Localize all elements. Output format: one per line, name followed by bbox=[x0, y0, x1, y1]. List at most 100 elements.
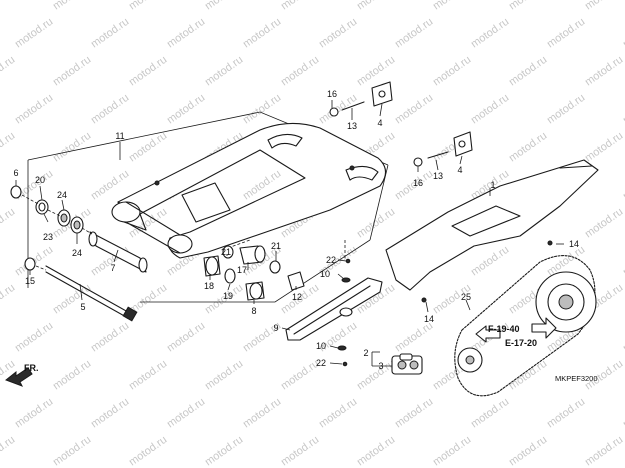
watermark-text: motod.ru bbox=[583, 206, 625, 241]
callout-9: 9 bbox=[273, 323, 278, 333]
callout-25: 25 bbox=[461, 292, 471, 302]
watermark-text: motod.ru bbox=[241, 16, 283, 51]
callout-6: 6 bbox=[13, 168, 18, 178]
watermark-text: motod.ru bbox=[203, 358, 245, 393]
watermark-text: motod.ru bbox=[469, 244, 511, 279]
watermark-text: motod.ru bbox=[51, 358, 93, 393]
watermark-text: motod.ru bbox=[355, 0, 397, 12]
callout-4b: 4 bbox=[457, 165, 462, 175]
watermark-text: motod.ru bbox=[621, 244, 625, 279]
watermark-text: motod.ru bbox=[13, 320, 55, 355]
watermark-text: motod.ru bbox=[89, 92, 131, 127]
watermark-text: motod.ru bbox=[89, 168, 131, 203]
watermark-text: motod.ru bbox=[241, 92, 283, 127]
callout-8: 8 bbox=[251, 306, 256, 316]
callout-23: 23 bbox=[43, 232, 53, 242]
adjusters bbox=[329, 81, 473, 167]
watermark-text: motod.ru bbox=[0, 0, 17, 12]
watermark-text: motod.ru bbox=[469, 16, 511, 51]
watermark-text: motod.ru bbox=[0, 130, 17, 165]
callout-22a: 22 bbox=[326, 255, 336, 265]
watermark-text: motod.ru bbox=[507, 0, 549, 12]
drive-chain bbox=[454, 255, 597, 397]
callout-leaders bbox=[15, 100, 564, 365]
watermark-text: motod.ru bbox=[89, 396, 131, 431]
watermark-text: motod.ru bbox=[241, 396, 283, 431]
watermark-text: motod.ru bbox=[51, 130, 93, 165]
screw-22b bbox=[342, 361, 348, 367]
watermark-text: motod.ru bbox=[545, 16, 587, 51]
pivot-hardware bbox=[10, 185, 148, 322]
bearings-group bbox=[203, 245, 305, 301]
watermark-text: motod.ru bbox=[279, 0, 321, 12]
callout-18: 18 bbox=[204, 281, 214, 291]
watermark-text: motod.ru bbox=[431, 434, 473, 468]
callout-16b: 16 bbox=[413, 178, 423, 188]
watermark-text: motod.ru bbox=[0, 54, 17, 89]
watermark-text: motod.ru bbox=[621, 168, 625, 203]
chain-slider bbox=[285, 258, 383, 367]
watermark-text: motod.ru bbox=[165, 396, 207, 431]
swingarm bbox=[111, 122, 387, 259]
watermark-text: motod.ru bbox=[317, 16, 359, 51]
watermark-text: motod.ru bbox=[203, 434, 245, 468]
watermark-text: motod.ru bbox=[165, 16, 207, 51]
watermark-text: motod.ru bbox=[393, 396, 435, 431]
callout-10b: 10 bbox=[316, 341, 326, 351]
watermark-text: motod.ru bbox=[0, 206, 17, 241]
callout-4a: 4 bbox=[377, 118, 382, 128]
watermark-text: motod.ru bbox=[165, 92, 207, 127]
watermark-text: motod.ru bbox=[507, 434, 549, 468]
watermark-text: motod.ru bbox=[583, 54, 625, 89]
collar-21a bbox=[222, 245, 234, 259]
callout-21b: 21 bbox=[271, 241, 281, 251]
watermark-text: motod.ru bbox=[621, 92, 625, 127]
nut-6 bbox=[10, 185, 22, 199]
pivot-bolt-5 bbox=[45, 265, 129, 313]
watermark-text: motod.ru bbox=[0, 434, 17, 468]
watermark-text: motod.ru bbox=[621, 320, 625, 355]
callout-22b: 22 bbox=[316, 358, 326, 368]
watermark-text: motod.ru bbox=[431, 0, 473, 12]
watermark-text: motod.ru bbox=[279, 54, 321, 89]
nut-15 bbox=[24, 257, 36, 271]
collar-21b bbox=[269, 260, 281, 274]
callout-15: 15 bbox=[25, 276, 35, 286]
watermark-text: motod.ru bbox=[393, 320, 435, 355]
callout-24b: 24 bbox=[72, 248, 82, 258]
seal-19 bbox=[224, 268, 236, 284]
watermark-text: motod.ru bbox=[13, 92, 55, 127]
watermark-text: motod.ru bbox=[127, 358, 169, 393]
callout-14a: 14 bbox=[569, 239, 579, 249]
watermark-text: motod.ru bbox=[469, 396, 511, 431]
watermark-text: motod.ru bbox=[355, 206, 397, 241]
reference-e-17-20[interactable]: E-17-20 bbox=[505, 338, 537, 348]
watermark-text: motod.ru bbox=[393, 92, 435, 127]
chain-case bbox=[385, 159, 599, 303]
reference-f-19-40[interactable]: F-19-40 bbox=[488, 324, 520, 334]
watermark-text: motod.ru bbox=[355, 434, 397, 468]
reference-arrows bbox=[475, 317, 557, 343]
watermark-text: motod.ru bbox=[355, 358, 397, 393]
watermark-text: motod.ru bbox=[89, 320, 131, 355]
watermark-text: motod.ru bbox=[583, 0, 625, 12]
watermark-text: motod.ru bbox=[355, 54, 397, 89]
watermark-text: motod.ru bbox=[89, 16, 131, 51]
leader-lines bbox=[21, 194, 346, 271]
callout-12: 12 bbox=[292, 292, 302, 302]
callout-10a: 10 bbox=[320, 269, 330, 279]
watermark-text: motod.ru bbox=[13, 16, 55, 51]
callout-13b: 13 bbox=[433, 171, 443, 181]
watermark-text: motod.ru bbox=[13, 396, 55, 431]
watermark-text: motod.ru bbox=[621, 16, 625, 51]
watermark-text: motod.ru bbox=[393, 16, 435, 51]
bolt-13b bbox=[427, 151, 449, 159]
callout-24a: 24 bbox=[57, 190, 67, 200]
front-arrow bbox=[5, 367, 33, 387]
watermark-text: motod.ru bbox=[507, 358, 549, 393]
callout-19: 19 bbox=[223, 291, 233, 301]
watermark-text: motod.ru bbox=[469, 92, 511, 127]
callout-2: 2 bbox=[363, 348, 368, 358]
callout-21a: 21 bbox=[221, 247, 231, 257]
watermark-text: motod.ru bbox=[507, 130, 549, 165]
